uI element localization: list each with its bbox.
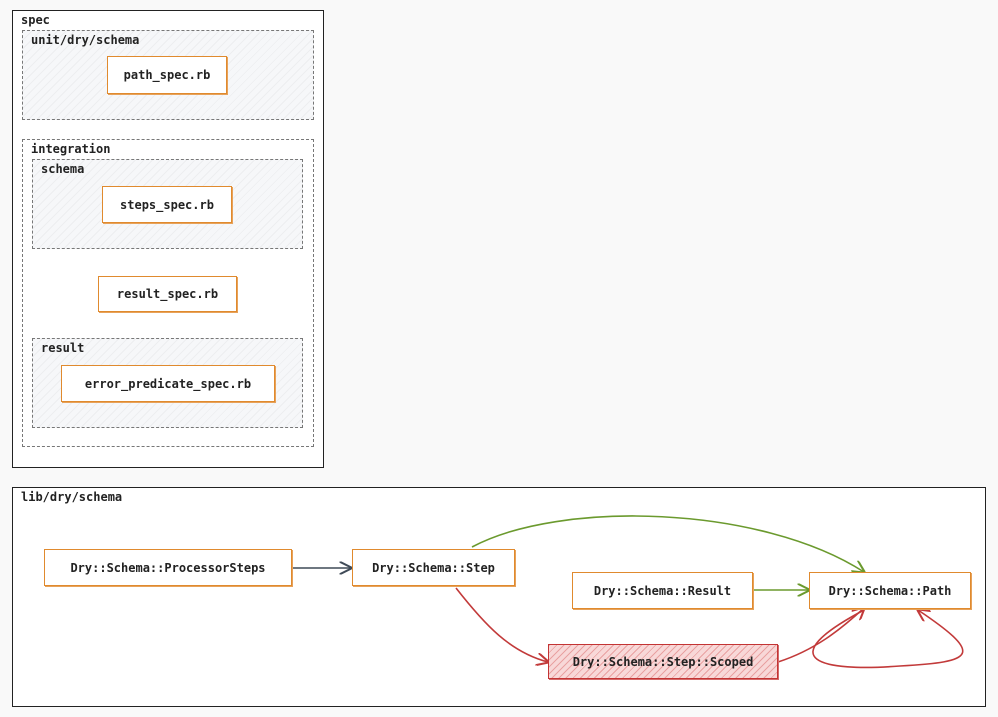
error-predicate-spec-file[interactable]: error_predicate_spec.rb bbox=[61, 365, 275, 402]
step-scoped-node[interactable]: Dry::Schema::Step::Scoped bbox=[548, 644, 778, 679]
result-node[interactable]: Dry::Schema::Result bbox=[572, 572, 753, 609]
lib-frame-label: lib/dry/schema bbox=[21, 490, 123, 504]
unit-dry-schema-group: unit/dry/schema bbox=[22, 30, 314, 120]
schema-group: schema bbox=[32, 159, 303, 249]
integration-label: integration bbox=[31, 142, 111, 156]
steps-spec-file[interactable]: steps_spec.rb bbox=[102, 186, 232, 223]
result-label: result bbox=[41, 341, 85, 355]
processor-steps-node[interactable]: Dry::Schema::ProcessorSteps bbox=[44, 549, 292, 586]
path-spec-file[interactable]: path_spec.rb bbox=[107, 56, 227, 94]
path-node[interactable]: Dry::Schema::Path bbox=[809, 572, 971, 609]
step-node[interactable]: Dry::Schema::Step bbox=[352, 549, 515, 586]
spec-frame-label: spec bbox=[21, 13, 50, 27]
schema-label: schema bbox=[41, 162, 85, 176]
unit-dry-schema-label: unit/dry/schema bbox=[31, 33, 140, 47]
result-spec-file[interactable]: result_spec.rb bbox=[98, 276, 237, 312]
